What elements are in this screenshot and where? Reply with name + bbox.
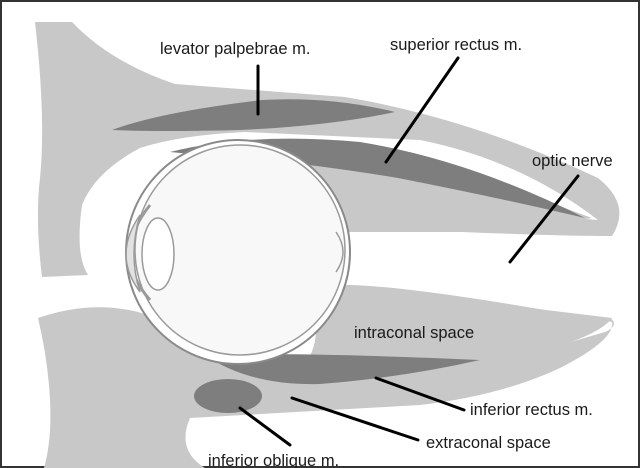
label-levator-palpebrae: levator palpebrae m. <box>160 40 310 58</box>
label-extraconal-space: extraconal space <box>426 434 551 452</box>
label-inferior-rectus: inferior rectus m. <box>470 401 593 419</box>
lens <box>142 218 174 290</box>
label-intraconal-space: intraconal space <box>354 324 474 342</box>
label-superior-rectus: superior rectus m. <box>390 36 522 54</box>
label-optic-nerve: optic nerve <box>532 152 613 170</box>
label-inferior-oblique: inferior oblique m. <box>208 452 339 468</box>
inferior-oblique-muscle <box>194 379 262 413</box>
